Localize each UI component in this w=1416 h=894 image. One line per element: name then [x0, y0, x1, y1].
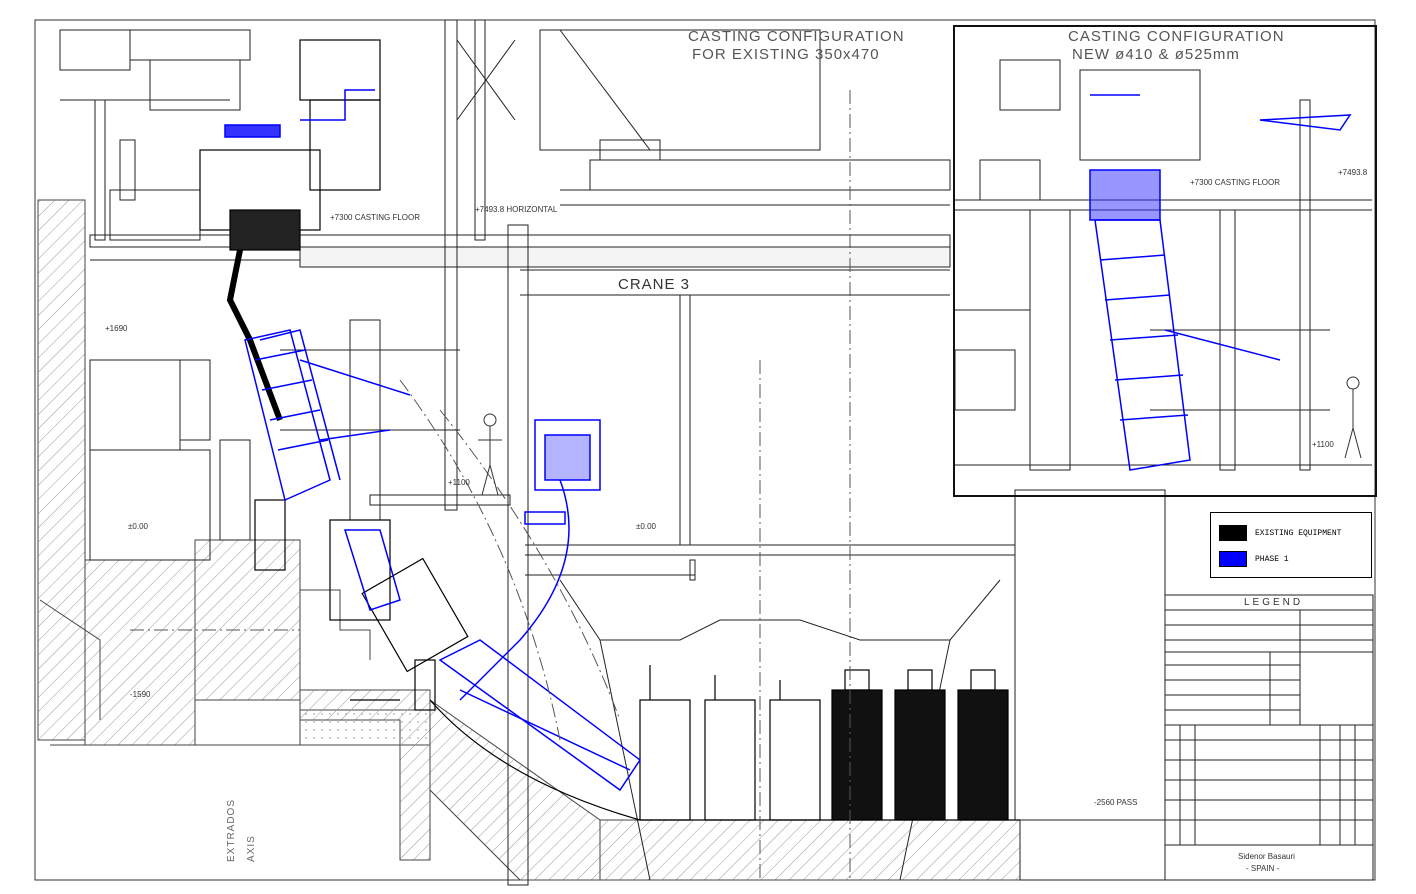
level-zero-left: ±0.00	[128, 522, 148, 531]
level-minus-2560: -2560 PASS	[1094, 798, 1138, 807]
center-lines	[130, 90, 851, 880]
legend-existing-label: EXISTING EQUIPMENT	[1255, 528, 1342, 538]
level-minus-1590: -1590	[130, 690, 151, 699]
existing-swatch	[1219, 525, 1247, 541]
existing-title-line1: CASTING CONFIGURATION	[688, 28, 905, 45]
level-zero-right: ±0.00	[636, 522, 656, 531]
inset-panel	[953, 25, 1377, 497]
level-1100: +1100	[448, 478, 470, 487]
extrados-label: EXTRADOS	[226, 798, 237, 862]
withdrawal-stands	[639, 665, 1009, 821]
legend-title: LEGEND	[1244, 597, 1304, 608]
phase1-swatch	[1219, 551, 1247, 567]
inset-level-label: +7493.8	[1338, 168, 1368, 177]
client-name: Sidenor Basauri	[1238, 852, 1295, 861]
new-title-line2: NEW ø410 & ø525mm	[1072, 46, 1240, 63]
concrete-walls	[37, 199, 1021, 881]
inset-drawing	[954, 59, 1372, 471]
level-1690: +1690	[105, 324, 128, 333]
legend-existing: EXISTING EQUIPMENT	[1219, 525, 1341, 541]
crane-label: CRANE 3	[618, 276, 691, 293]
legend-phase1: PHASE 1	[1219, 551, 1289, 567]
horizontal-label: +7493.8 HORIZONTAL	[475, 205, 558, 214]
legend-box: EXISTING EQUIPMENT PHASE 1	[1210, 512, 1372, 578]
client-country: - SPAIN -	[1246, 864, 1280, 873]
axis-label: AXIS	[246, 835, 257, 862]
new-title-line1: CASTING CONFIGURATION	[1068, 28, 1285, 45]
legend-phase-label: PHASE 1	[1255, 554, 1289, 564]
inset-phase1	[1089, 94, 1352, 471]
inset-casting-floor-label: +7300 CASTING FLOOR	[1190, 178, 1281, 187]
person-figure	[478, 376, 1362, 496]
existing-title-line2: FOR EXISTING 350x470	[692, 46, 880, 63]
inset-level-1100: +1100	[1312, 440, 1334, 449]
phase1-equipment	[224, 89, 642, 792]
casting-floor-label: +7300 CASTING FLOOR	[330, 213, 421, 222]
title-block	[1164, 594, 1374, 881]
